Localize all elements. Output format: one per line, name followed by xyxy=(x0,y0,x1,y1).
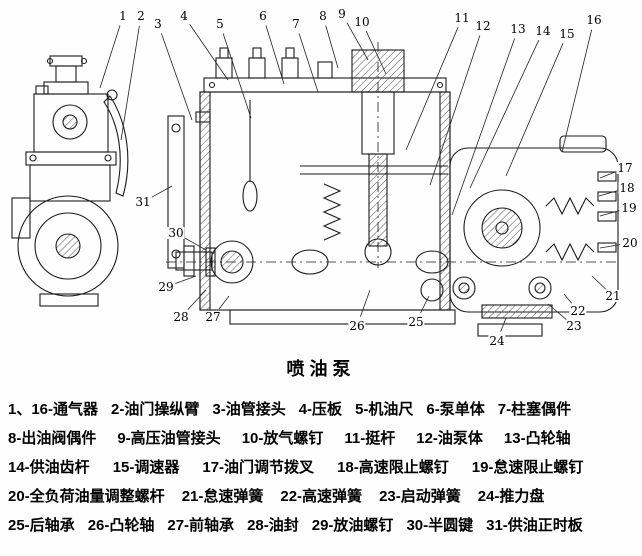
legend-item: 17-油门调节拨叉 xyxy=(202,459,315,476)
legend-item: 13-凸轮轴 xyxy=(503,430,571,447)
callout-24: 24 xyxy=(488,334,506,348)
legend-row-5: 25-后轴承 26-凸轮轴 27-前轴承 28-油封 29-放油螺钉 30-半圆键 31-供… xyxy=(8,510,640,539)
legend-item: 1、16-通气器 xyxy=(8,401,99,418)
legend-item: 3-油管接头 xyxy=(212,401,286,418)
pump-drawing xyxy=(11,42,620,337)
right-section-view xyxy=(166,42,620,337)
figure-caption: 喷油泵 xyxy=(286,359,356,379)
callout-9: 9 xyxy=(337,7,347,21)
legend-item: 24-推力盘 xyxy=(477,488,545,505)
legend-item: 25-后轴承 xyxy=(8,517,75,534)
callout-6: 6 xyxy=(258,9,268,23)
legend-item: 14-供油齿杆 xyxy=(8,459,90,476)
legend-item: 5-机油尺 xyxy=(355,401,414,418)
legend-item: 21-怠速弹簧 xyxy=(181,488,264,505)
legend-row-4: 20-全负荷油量调整螺杆 21-怠速弹簧 22-高速弹簧 23-启动弹簧 24-推力盘 xyxy=(8,481,640,510)
callout-3: 3 xyxy=(153,17,163,31)
legend-item: 20-全负荷油量调整螺杆 xyxy=(8,488,165,505)
legend-item: 6-泵单体 xyxy=(426,401,485,418)
legend-item: 9-高压油管接头 xyxy=(117,430,221,447)
callout-21: 21 xyxy=(604,289,622,303)
callout-31: 31 xyxy=(134,195,152,209)
callout-2: 2 xyxy=(136,9,146,23)
legend-item: 7-柱塞偶件 xyxy=(497,401,572,418)
callout-20: 20 xyxy=(621,236,639,250)
callout-27: 27 xyxy=(204,310,222,324)
callout-16: 16 xyxy=(585,13,603,27)
legend-item: 2-油门操纵臂 xyxy=(111,401,200,418)
callout-28: 28 xyxy=(172,310,190,324)
left-end-view xyxy=(11,55,129,307)
callout-17: 17 xyxy=(616,161,634,175)
legend-item: 4-压板 xyxy=(298,401,343,418)
legend-item: 15-调速器 xyxy=(112,459,180,476)
callout-12: 12 xyxy=(474,19,492,33)
legend-item: 10-放气螺钉 xyxy=(241,430,324,447)
callout-7: 7 xyxy=(291,17,301,31)
legend-item: 19-怠速限止螺钉 xyxy=(471,459,584,476)
callout-14: 14 xyxy=(534,24,552,38)
callout-25: 25 xyxy=(407,315,425,329)
legend: 1、16-通气器 2-油门操纵臂 3-油管接头 4-压板 5-机油尺 6-泵单体 7-柱塞偶… xyxy=(8,394,640,539)
callout-18: 18 xyxy=(618,181,636,195)
callout-10: 10 xyxy=(353,15,371,29)
legend-row-2: 8-出油阀偶件 9-高压油管接头 10-放气螺钉 11-挺杆 12-油泵体 13-凸轮轴 xyxy=(8,423,640,452)
callout-13: 13 xyxy=(509,22,527,36)
callout-1: 1 xyxy=(118,9,128,23)
callout-29: 29 xyxy=(157,280,175,294)
callout-4: 4 xyxy=(179,9,189,23)
callout-19: 19 xyxy=(620,201,638,215)
legend-item: 12-油泵体 xyxy=(416,430,483,447)
legend-item: 23-启动弹簧 xyxy=(379,488,461,505)
legend-item: 22-高速弹簧 xyxy=(280,488,363,505)
callout-11: 11 xyxy=(453,11,471,25)
legend-item: 26-凸轮轴 xyxy=(87,517,155,534)
legend-item: 11-挺杆 xyxy=(344,430,396,447)
callout-26: 26 xyxy=(348,319,366,333)
legend-item: 27-前轴承 xyxy=(167,517,235,534)
legend-item: 31-供油正时板 xyxy=(486,517,583,534)
callout-22: 22 xyxy=(569,304,587,318)
callout-30: 30 xyxy=(167,226,185,240)
legend-row-3: 14-供油齿杆 15-调速器 17-油门调节拨叉 18-高速限止螺钉 19-怠速限止螺钉 xyxy=(8,452,640,481)
callout-15: 15 xyxy=(558,27,576,41)
legend-row-1: 1、16-通气器 2-油门操纵臂 3-油管接头 4-压板 5-机油尺 6-泵单体 7-柱塞偶… xyxy=(8,394,640,423)
legend-item: 28-油封 xyxy=(247,517,299,534)
callout-23: 23 xyxy=(565,319,583,333)
legend-item: 8-出油阀偶件 xyxy=(8,430,97,447)
legend-item: 29-放油螺钉 xyxy=(311,517,394,534)
callout-8: 8 xyxy=(318,9,328,23)
legend-item: 30-半圆键 xyxy=(406,517,474,534)
callout-5: 5 xyxy=(215,17,225,31)
legend-item: 18-高速限止螺钉 xyxy=(337,459,449,476)
